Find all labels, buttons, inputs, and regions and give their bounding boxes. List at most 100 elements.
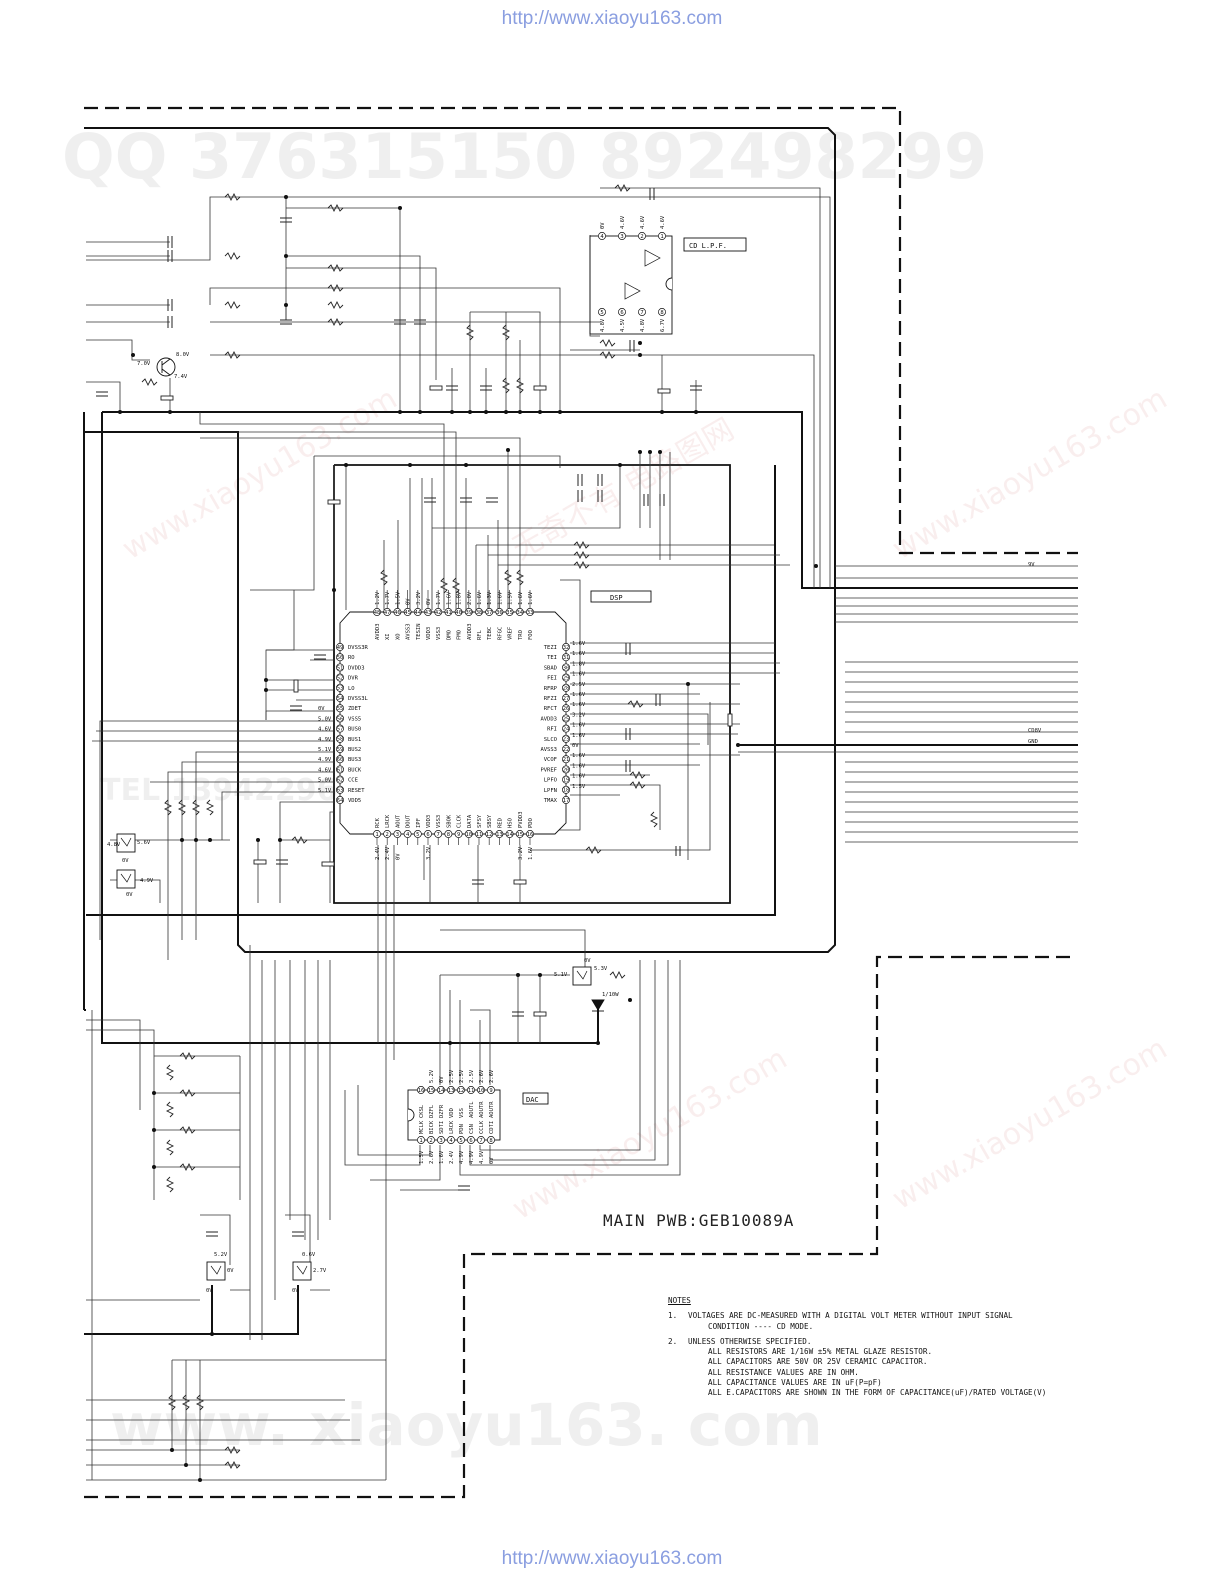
pin-VCOF (562, 755, 570, 764)
pin-number: 44 (414, 610, 421, 616)
pin-label: VSS5 (348, 716, 361, 722)
pin-label: SDTI (439, 1121, 445, 1134)
pin-number: 10 (478, 1088, 485, 1094)
transistor-q5 (292, 1261, 312, 1281)
pin-RFZI (562, 694, 570, 702)
pin-PDO (526, 830, 534, 838)
electrolytic-capacitors (160, 385, 733, 1017)
pin-voltage: 1.6V (572, 672, 586, 678)
pin-voltage: 0V (395, 853, 401, 860)
pin-label: PDN (459, 1124, 465, 1134)
pin-LRCK (383, 830, 392, 838)
pin-label: RFZI (544, 696, 557, 702)
pin-HSO (505, 830, 514, 838)
pin-number: 12 (486, 832, 493, 838)
rail-cd8v-label: CD8V (1028, 728, 1042, 734)
pin-PVREF (562, 765, 570, 774)
pin-number: 53 (337, 686, 344, 692)
pin-voltage: 1.6V (572, 753, 586, 759)
pin-voltage: 1.6V (572, 733, 586, 739)
pin-number: 40 (455, 610, 462, 616)
pin-voltage: 4.8V (640, 318, 646, 332)
pin-voltage: 4.9V (459, 1150, 465, 1164)
pin-label: BUS3 (348, 757, 361, 763)
pin-voltage: 2.4V (449, 1150, 455, 1164)
pin-label: PVDD3 (518, 811, 524, 828)
pin-number: 8 (447, 832, 450, 838)
pin-number: 7 (640, 310, 643, 316)
pin-number: 46 (394, 610, 401, 616)
pin-number: 21 (563, 757, 570, 763)
pin-voltage: 4.9V (469, 1150, 475, 1164)
pin-label: AOUTR (479, 1101, 485, 1118)
pin-voltage: 3.2V (572, 712, 586, 718)
pin-number: 39 (465, 610, 472, 616)
header-url[interactable]: http://www.xiaoyu163.com (501, 8, 723, 29)
pin-label: CDTI (489, 1121, 495, 1134)
dsp-ic: DSP 48AVDD31.2V47XI1.7V46XO1.5V45AVSS30V… (318, 590, 652, 860)
pin-number: 43 (425, 610, 432, 616)
pin-label: AVDD3 (375, 623, 381, 640)
pin-DOUT (403, 830, 412, 838)
pin-label: BUCK (348, 767, 362, 773)
pin-label: TESIN (416, 623, 422, 640)
pin-label: IPF (416, 818, 422, 828)
pin-label: CKSL (419, 1104, 425, 1118)
pin-lpf-8 (658, 308, 666, 316)
voltage-reg-in: 5.1V (554, 972, 568, 978)
pin-number: 52 (337, 676, 344, 682)
board-outline (84, 106, 1078, 1499)
pin-RESET (336, 785, 344, 794)
pin-lpf-7 (638, 308, 646, 316)
pin-voltage: 4.9V (479, 1150, 485, 1164)
pin-voltage: 1.3V (487, 591, 493, 605)
lpf-ic: CD L.P.F. 40V34.6V24.6V14.6V54.8V64.5V74… (589, 215, 747, 335)
pin-DZFR (437, 1086, 445, 1094)
dac-label: DAC (526, 1096, 539, 1104)
footer-url[interactable]: http://www.xiaoyu163.com (501, 1548, 723, 1569)
pin-number: 36 (496, 610, 503, 616)
watermark-site-diag: www.xiaoyu163.com (887, 1031, 1174, 1217)
pin-label: SBAD (544, 665, 557, 671)
pin-CDTI (487, 1136, 495, 1144)
lpf-label: CD L.P.F. (689, 242, 727, 250)
pin-label: DZFL (429, 1104, 435, 1118)
voltage-q1-collector: 8.0V (176, 352, 190, 358)
pin-label: RED (497, 818, 503, 828)
resistors (141, 183, 659, 1470)
pin-TEBC (485, 608, 494, 616)
pin-voltage: 0V (426, 598, 432, 605)
pin-label: AOUTL (469, 1101, 475, 1118)
pin-number: 2 (386, 832, 389, 838)
pin-number: 35 (506, 610, 513, 616)
pin-lpf-4 (598, 232, 606, 240)
pin-voltage: 2.5V (469, 1069, 475, 1083)
pin-AVSS3 (562, 745, 570, 753)
pin-number: 11 (476, 832, 483, 838)
pin-voltage: 0V (406, 598, 412, 605)
pin-label: TEZI (544, 645, 557, 651)
pin-label: DOUT (406, 814, 412, 828)
pin-number: 57 (337, 727, 344, 733)
regulator (572, 966, 592, 986)
pin-voltage: 1.8V (572, 661, 586, 667)
pin-VSS3 (434, 608, 443, 616)
pin-AOUTL (467, 1086, 475, 1094)
pin-IPF (413, 830, 422, 838)
pin-label: SLCO (544, 737, 557, 743)
voltage-ic-gnd2: 0V (126, 892, 133, 898)
pin-label: SFSY (477, 814, 483, 828)
pin-voltage: 4.8V (600, 318, 606, 332)
pin-number: 55 (337, 706, 344, 712)
pin-number: 28 (563, 686, 570, 692)
pin-LPFN (562, 785, 570, 794)
pin-VSS5 (336, 714, 344, 723)
watermark-site-diag: www.xiaoyu163.com (887, 381, 1174, 567)
rail-gnd-label: GND (1028, 739, 1038, 745)
pin-label: MCLK (419, 1120, 425, 1134)
pin-number: 61 (337, 767, 344, 773)
pin-MCLK (417, 1136, 425, 1144)
pin-number: 13 (448, 1088, 455, 1094)
pin-number: 3 (439, 1138, 442, 1144)
